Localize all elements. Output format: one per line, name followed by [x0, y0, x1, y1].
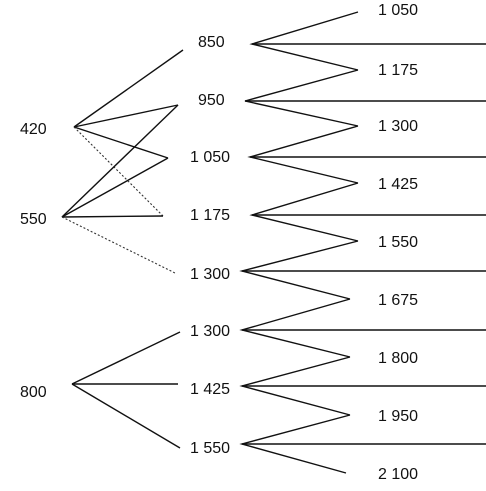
- right-node-label: 2 100: [378, 466, 419, 483]
- right-node-label: 1 950: [378, 408, 419, 425]
- right-node-label: 1 050: [378, 2, 419, 19]
- edge-800-1550: [71, 383, 181, 449]
- edge-420-950: [73, 104, 179, 128]
- middle-node-label: 1 550: [190, 440, 231, 457]
- edge-420-1050: [73, 126, 169, 159]
- edge-800-1300: [71, 331, 181, 385]
- zigzag-950: [244, 69, 359, 127]
- right-node-label: 1 175: [378, 62, 419, 79]
- edge-420-850: [73, 49, 184, 128]
- middle-node-label: 1 300: [190, 266, 231, 283]
- right-node-label: 1 800: [378, 350, 419, 367]
- zigzag-850: [249, 11, 359, 71]
- middle-node-label: 1 175: [190, 207, 231, 224]
- edge-550-1050: [61, 157, 169, 218]
- middle-node-label: 1 425: [190, 381, 231, 398]
- middle-node-label: 850: [198, 34, 225, 51]
- edge-550-1300: [61, 216, 176, 274]
- right-node-label: 1 300: [378, 118, 419, 135]
- right-node-label: 1 550: [378, 234, 419, 251]
- zigzag-1050: [247, 125, 359, 184]
- edge-550-950: [61, 104, 179, 218]
- zigzag-1175: [249, 182, 359, 242]
- edge-550-1175: [61, 215, 164, 218]
- left-node-label: 420: [20, 121, 47, 138]
- left-node-label: 800: [20, 384, 47, 401]
- middle-node-label: 1 050: [190, 149, 231, 166]
- right-node-label: 1 425: [378, 176, 419, 193]
- zigzag-1300a: [239, 240, 359, 300]
- right-node-label: 1 675: [378, 292, 419, 309]
- edge-420-1175: [73, 126, 164, 217]
- zigzag-1300b: [239, 298, 351, 358]
- middle-node-label: 950: [198, 92, 225, 109]
- middle-node-label: 1 300: [190, 323, 231, 340]
- left-node-label: 550: [20, 211, 47, 228]
